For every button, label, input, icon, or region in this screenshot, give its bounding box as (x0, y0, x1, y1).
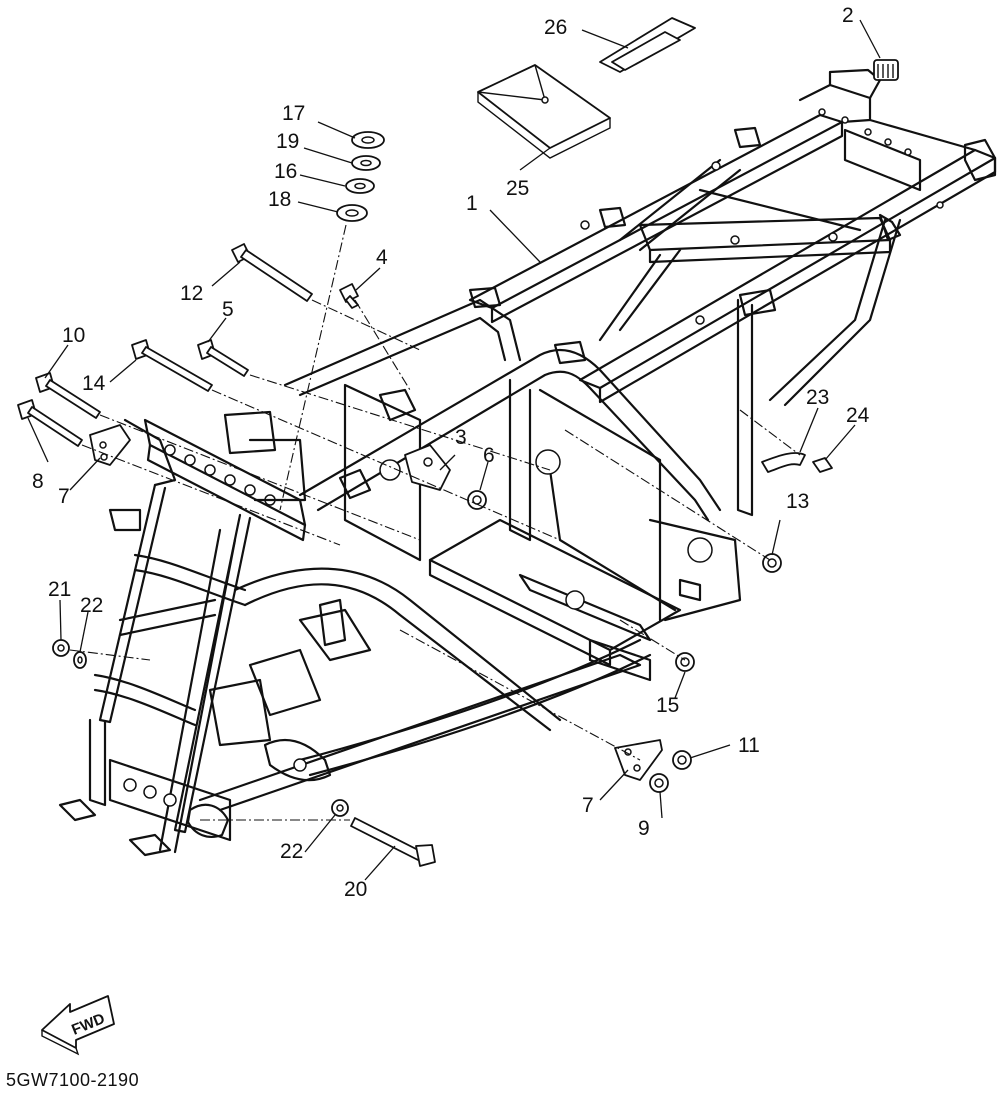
part-5-bolt (197, 339, 249, 377)
callout-17: 17 (282, 102, 305, 125)
part-9-nut (649, 773, 669, 793)
part-6-nut (467, 490, 487, 510)
callout-23: 23 (806, 386, 829, 409)
callout-25: 25 (506, 177, 529, 200)
callout-3: 3 (455, 426, 467, 449)
callout-8: 8 (32, 470, 44, 493)
part-2-grommet (873, 59, 899, 81)
callout-24: 24 (846, 404, 870, 427)
part-8-bolt (17, 399, 83, 447)
part-11-nut (672, 750, 692, 770)
part-21-nut (52, 639, 70, 657)
part-22-washer-bottom (331, 799, 349, 817)
callout-labels: 1 2 3 4 5 6 7 7 8 9 10 11 12 13 14 15 16… (32, 4, 870, 901)
part-15-nut (675, 652, 695, 672)
part-4-bolt (339, 283, 359, 309)
fwd-arrow-icon (41, 995, 115, 1049)
part-7-plate-left (89, 424, 131, 466)
callout-11: 11 (738, 734, 760, 757)
callout-4: 4 (376, 246, 388, 269)
part-3-bracket (404, 444, 451, 491)
callout-16: 16 (274, 160, 297, 183)
part-stack-washers (336, 131, 385, 222)
callout-12: 12 (180, 282, 203, 305)
callout-1: 1 (466, 192, 478, 215)
part-20-bolt (350, 817, 436, 867)
assembly-center-lines (69, 224, 801, 821)
callout-14: 14 (82, 372, 106, 395)
callout-19: 19 (276, 130, 299, 153)
part-23-clamp (761, 452, 806, 473)
part-25-tool-bag (477, 64, 611, 159)
callout-10: 10 (62, 324, 85, 347)
callout-2: 2 (842, 4, 854, 27)
part-10-bolt (35, 372, 101, 419)
callout-7-right: 7 (582, 794, 594, 817)
part-12-bolt (231, 243, 313, 302)
callout-22-left: 22 (80, 594, 103, 617)
part-22-washer-left (73, 651, 87, 669)
callout-20: 20 (344, 878, 367, 901)
callout-13: 13 (786, 490, 809, 513)
callout-5: 5 (222, 298, 234, 321)
callout-9: 9 (638, 817, 650, 840)
part-7-plate-right (614, 739, 663, 781)
main-frame (58, 68, 997, 857)
callout-22-bottom: 22 (280, 840, 303, 863)
callout-21: 21 (48, 578, 71, 601)
part-24-screw (812, 457, 833, 473)
callout-leader-lines (27, 19, 881, 881)
part-14-bolt (131, 339, 213, 392)
fwd-direction-badge: FWD (41, 995, 115, 1056)
callout-7-left: 7 (58, 485, 70, 508)
callout-18: 18 (268, 188, 291, 211)
drawing-code: 5GW7100-2190 (6, 1070, 140, 1090)
part-26-cover (599, 17, 696, 73)
callout-15: 15 (656, 694, 679, 717)
callout-26: 26 (544, 16, 567, 39)
callout-6: 6 (483, 444, 495, 467)
